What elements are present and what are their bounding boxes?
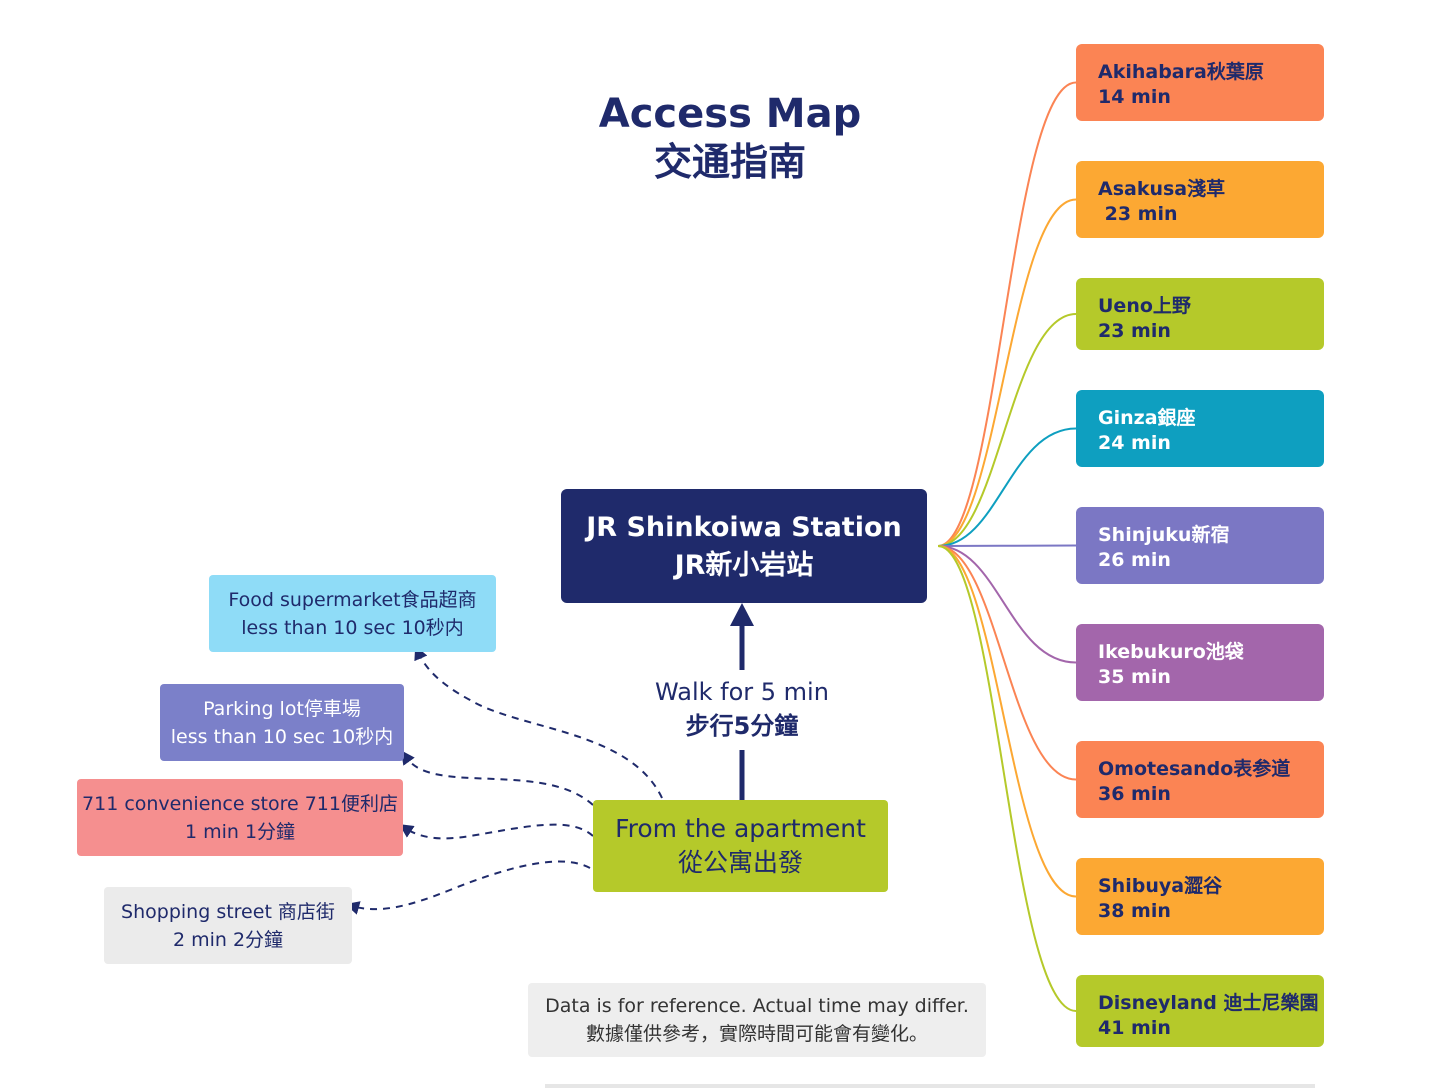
destination-name: Akihabara秋葉原 — [1098, 61, 1264, 83]
apartment-chinese: 從公寓出發 — [677, 847, 803, 877]
connector-disneyland — [937, 545, 1077, 1012]
nearby-title: Shopping street 商店街 — [121, 901, 335, 923]
walk-english: Walk for 5 min — [655, 678, 829, 706]
nearby-convenience-store-box: 711 convenience store 711便利店 1 min 1分鐘 — [77, 779, 403, 856]
nearby-supermarket-box: Food supermarket食品超商 less than 10 sec 10… — [209, 575, 496, 652]
destination-name: Asakusa淺草 — [1098, 178, 1226, 200]
station-name-english: JR Shinkoiwa Station — [586, 512, 902, 543]
destination-time: 23 min — [1098, 202, 1178, 225]
destination-time: 35 min — [1098, 665, 1171, 688]
nearby-title: Parking lot停車場 — [203, 698, 361, 720]
disclaimer-english: Data is for reference. Actual time may d… — [545, 995, 969, 1017]
connector-shibuya — [937, 545, 1077, 898]
connector-asakusa — [937, 198, 1077, 547]
walk-chinese: 步行5分鐘 — [685, 711, 799, 740]
disclaimer-note: Data is for reference. Actual time may d… — [528, 983, 986, 1057]
connector-shinjuku — [937, 544, 1077, 547]
connector-ginza — [937, 427, 1077, 547]
connector-akihabara — [937, 81, 1077, 547]
nearby-title: Food supermarket食品超商 — [228, 589, 477, 611]
destination-connectors — [937, 81, 1077, 1012]
dashed-arrow-shopping — [345, 860, 591, 915]
destination-name: Shibuya澀谷 — [1098, 875, 1223, 897]
title-english: Access Map — [598, 91, 862, 137]
nearby-title: 711 convenience store 711便利店 — [82, 793, 398, 815]
destination-name: Shinjuku新宿 — [1098, 524, 1230, 546]
station-name-chinese: JR新小岩站 — [674, 549, 814, 581]
destination-name: Omotesando表参道 — [1098, 758, 1291, 780]
nearby-time: less than 10 sec 10秒内 — [241, 616, 464, 639]
destination-name: Ikebukuro池袋 — [1098, 641, 1244, 663]
walk-arrow-head — [730, 603, 754, 626]
nearby-time: 2 min 2分鐘 — [172, 928, 284, 951]
bottom-divider — [545, 1084, 1315, 1088]
destination-asakusa-box: Asakusa淺草 23 min — [1076, 161, 1324, 238]
destination-time: 36 min — [1098, 782, 1171, 805]
apartment-box: From the apartment 從公寓出發 — [593, 800, 888, 892]
destination-time: 26 min — [1098, 548, 1171, 571]
nearby-time: less than 10 sec 10秒内 — [170, 725, 394, 748]
destination-name: Ueno上野 — [1098, 295, 1191, 317]
dashed-arrow-convenience — [399, 823, 594, 840]
page-title: Access Map 交通指南 — [560, 90, 900, 186]
nearby-shopping-street-box: Shopping street 商店街 2 min 2分鐘 — [104, 887, 352, 964]
connector-ikebukuro — [937, 545, 1077, 664]
disclaimer-chinese: 數據僅供參考，實際時間可能會有變化。 — [585, 1022, 928, 1045]
destination-time: 41 min — [1098, 1016, 1171, 1039]
destination-name: Disneyland 迪士尼樂園 — [1098, 992, 1319, 1014]
station-box: JR Shinkoiwa Station JR新小岩站 — [561, 489, 927, 603]
walk-label: Walk for 5 min 步行5分鐘 — [630, 676, 854, 743]
destination-time: 38 min — [1098, 899, 1171, 922]
dashed-arrow-parking — [400, 750, 594, 806]
nearby-parking-box: Parking lot停車場 less than 10 sec 10秒内 — [160, 684, 404, 761]
destination-time: 14 min — [1098, 85, 1171, 108]
dashed-arrow-supermarket — [414, 645, 663, 799]
apartment-english: From the apartment — [615, 814, 866, 843]
nearby-time: 1 min 1分鐘 — [184, 820, 296, 843]
destination-time: 24 min — [1098, 431, 1171, 454]
destination-name: Ginza銀座 — [1098, 407, 1196, 429]
connector-ueno — [937, 313, 1077, 547]
destination-time: 23 min — [1098, 319, 1171, 342]
connector-omotesando — [937, 545, 1077, 781]
title-chinese: 交通指南 — [653, 140, 806, 184]
